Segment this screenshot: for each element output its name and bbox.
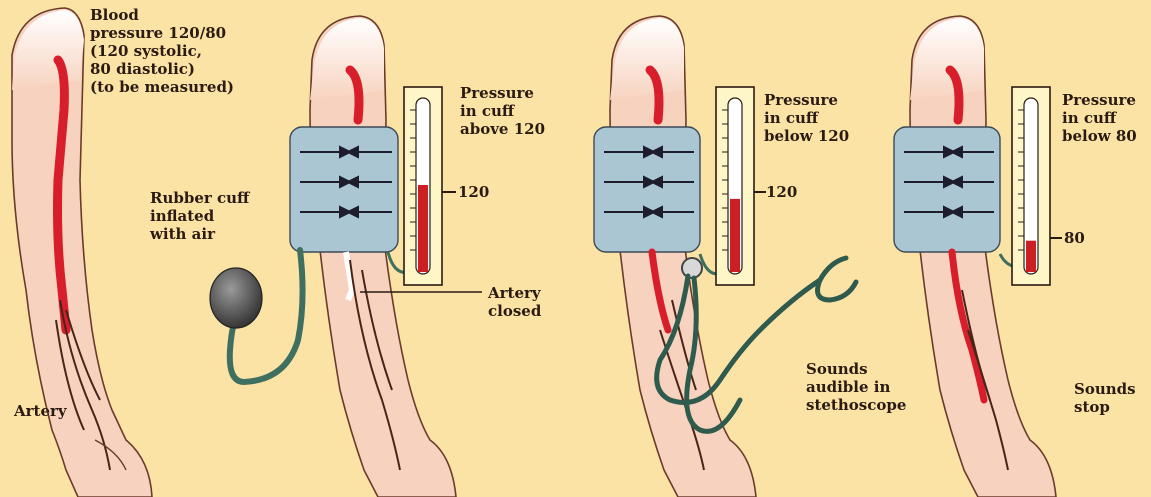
rubber-cuff-label: Rubber cuff inflated with air: [150, 189, 249, 243]
gauge-mark-panel-3: 120: [766, 183, 797, 201]
cuff-4: [894, 127, 1000, 252]
blood-pressure-label: Blood pressure 120/80 (120 systolic, 80 …: [90, 6, 234, 96]
cuff-2: [290, 127, 398, 252]
sounds-stop-label: Sounds stop: [1074, 380, 1136, 416]
stethoscope-chestpiece-icon: [682, 258, 702, 278]
mercury-column-4: [1026, 241, 1036, 272]
gauge-mark-panel-2: 120: [458, 183, 489, 201]
artery-closed-label: Artery closed: [488, 284, 541, 320]
mercury-column-3: [730, 199, 740, 272]
rubber-bulb-icon: [210, 268, 262, 328]
panel-3: [594, 16, 856, 497]
artery-label: Artery: [14, 402, 67, 420]
manometer-4: [1012, 87, 1062, 285]
gauge-mark-panel-4: 80: [1064, 229, 1085, 247]
panel-4: [894, 16, 1062, 497]
pressure-label-panel-4: Pressure in cuff below 80: [1062, 91, 1137, 145]
pressure-label-panel-2: Pressure in cuff above 120: [460, 84, 545, 138]
mercury-column-2: [418, 185, 428, 272]
manometer-3: [716, 87, 766, 285]
manometer-2: [404, 87, 456, 285]
pressure-label-panel-3: Pressure in cuff below 120: [764, 91, 849, 145]
panel-2: [210, 16, 482, 497]
sounds-audible-label: Sounds audible in stethoscope: [806, 360, 906, 414]
cuff-3: [594, 127, 700, 252]
